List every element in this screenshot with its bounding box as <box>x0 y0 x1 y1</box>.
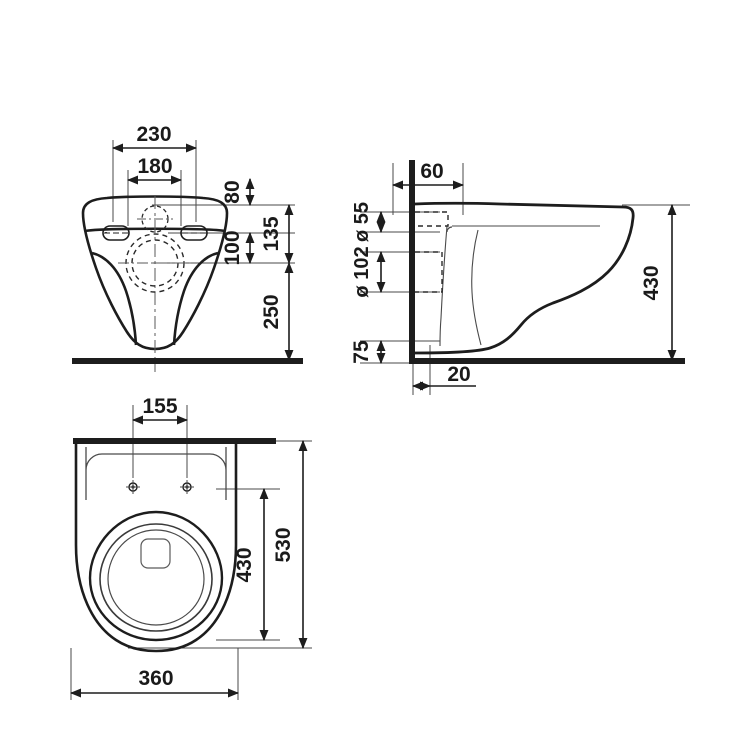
side-floor-line <box>409 358 685 364</box>
plan-fixing-hole-left <box>126 480 140 494</box>
plan-dim-430: 430 <box>233 487 269 642</box>
plan-water-contour <box>107 529 205 626</box>
plan-view: 155 430 530 360 <box>69 395 312 700</box>
side-wall-line <box>409 160 415 362</box>
front-dim-250-label: 250 <box>260 294 283 329</box>
front-floor-line <box>72 358 303 364</box>
side-dim-75: 75 <box>350 339 386 365</box>
plan-bowl-rim-outer <box>88 510 224 642</box>
front-dim-250: 250 <box>260 261 294 362</box>
side-dim-430: 430 <box>640 203 677 362</box>
plan-dim-155: 155 <box>131 395 189 425</box>
side-interior-lines <box>439 225 600 347</box>
front-dim-80-label: 80 <box>221 180 244 203</box>
front-dim-180: 180 <box>126 155 183 185</box>
front-view: 230 180 80 100 135 250 <box>72 123 303 372</box>
plan-bowl-rim-inner <box>99 523 213 632</box>
front-dim-100: 100 <box>221 230 255 266</box>
side-dim-d55-label: ø 55 <box>351 202 373 242</box>
side-dim-430-label: 430 <box>640 265 663 300</box>
plan-dim-530: 530 <box>272 439 308 650</box>
side-dim-20: 20 <box>411 363 476 391</box>
side-dim-60: 60 <box>391 160 465 190</box>
front-dim-180-label: 180 <box>137 155 172 178</box>
plan-dim-530-label: 530 <box>272 527 295 562</box>
front-dim-230-label: 230 <box>136 123 171 146</box>
side-outlet-hidden-outline <box>415 251 443 293</box>
plan-dim-430-label: 430 <box>233 547 256 582</box>
plan-fixing-hole-right <box>180 480 194 494</box>
side-bowl-profile <box>413 201 635 355</box>
side-inlet-nib <box>446 226 453 233</box>
front-dim-80: 80 <box>221 177 255 207</box>
plan-body-outline <box>74 444 238 653</box>
front-dim-100-label: 100 <box>221 230 244 265</box>
front-dim-135-label: 135 <box>260 216 283 251</box>
plan-dim-155-label: 155 <box>142 395 177 418</box>
side-inlet-hidden-outline <box>415 211 449 227</box>
side-dim-d102: ø 102 <box>351 246 386 298</box>
side-dim-d55: ø 55 <box>351 202 386 242</box>
front-fixing-slot-right <box>180 225 208 241</box>
plan-dim-360-label: 360 <box>138 667 173 690</box>
front-dim-230: 230 <box>111 123 198 153</box>
plan-dim-360: 360 <box>69 667 240 698</box>
plan-flush-aperture <box>140 538 171 569</box>
plan-seat-outline <box>85 447 227 500</box>
side-dim-75-label: 75 <box>350 340 373 364</box>
side-dim-d102-label: ø 102 <box>351 246 373 297</box>
side-view: 60 ø 55 ø 102 75 20 430 <box>350 160 690 395</box>
side-dim-60-label: 60 <box>420 160 443 183</box>
front-fixing-slot-left <box>102 225 130 241</box>
front-dim-135: 135 <box>260 203 294 265</box>
side-dim-20-label: 20 <box>447 363 470 386</box>
plan-wall-line <box>73 438 276 444</box>
